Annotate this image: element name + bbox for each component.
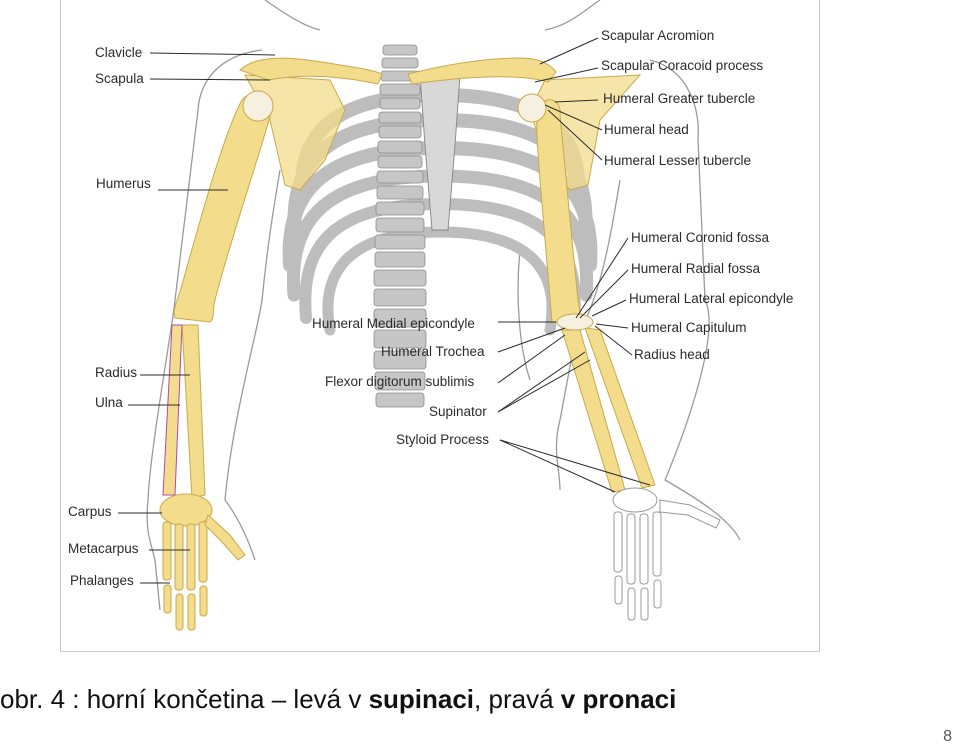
figure-caption: obr. 4 : horní končetina – levá v supina… [0,684,960,715]
label-flexor-digitorum: Flexor digitorum sublimis [325,374,475,389]
label-humeral-medial-epicondyle: Humeral Medial epicondyle [312,316,475,331]
leader-lines-center [497,321,651,493]
page-number: 8 [943,728,952,745]
label-clavicle: Clavicle [95,45,142,60]
label-supinator: Supinator [429,404,487,419]
label-humeral-coronid-fossa: Humeral Coronid fossa [631,230,770,245]
caption-prefix: obr. 4 : horní končetina – levá v [0,684,369,714]
label-phalanges: Phalanges [70,573,134,588]
ulna-left [162,324,183,496]
label-humeral-lateral-epicondyle: Humeral Lateral epicondyle [629,291,793,306]
clavicle-right [407,57,557,85]
label-humeral-lesser-tubercle: Humeral Lesser tubercle [604,153,751,168]
caption-bold-supinaci: supinaci [368,684,475,714]
hand-left [159,493,246,631]
label-scapula: Scapula [95,71,144,86]
label-humeral-head: Humeral head [604,122,689,137]
humeral-head-left [242,90,274,122]
skeleton-diagram: Clavicle Scapula Humerus Radius Ulna Car… [68,0,793,631]
label-humeral-trochea: Humeral Trochea [381,344,485,359]
label-carpus: Carpus [68,504,112,519]
label-humeral-greater-tubercle: Humeral Greater tubercle [603,91,755,106]
label-radius-head: Radius head [634,347,710,362]
humeral-head-right [517,93,547,123]
leader-lines-left [118,52,276,584]
caption-bold-pronaci: v pronaci [560,684,677,714]
clavicle-left [239,57,383,85]
label-humeral-radial-fossa: Humeral Radial fossa [631,261,761,276]
leader-lines-right [534,37,633,356]
ulna-right [584,327,656,489]
label-humeral-capitulum: Humeral Capitulum [631,320,747,335]
label-ulna: Ulna [95,395,123,410]
radius-left [181,324,206,499]
spine [373,44,427,408]
elbow-right [556,313,594,331]
label-metacarpus: Metacarpus [68,541,139,556]
label-radius: Radius [95,365,137,380]
label-styloid-process: Styloid Process [396,432,489,447]
label-scapular-coracoid: Scapular Coracoid process [601,58,763,73]
hand-right [612,487,721,621]
caption-middle: , pravá [474,684,561,714]
label-humerus: Humerus [96,176,151,191]
label-scapular-acromion: Scapular Acromion [601,28,714,43]
humerus-left [173,93,273,323]
